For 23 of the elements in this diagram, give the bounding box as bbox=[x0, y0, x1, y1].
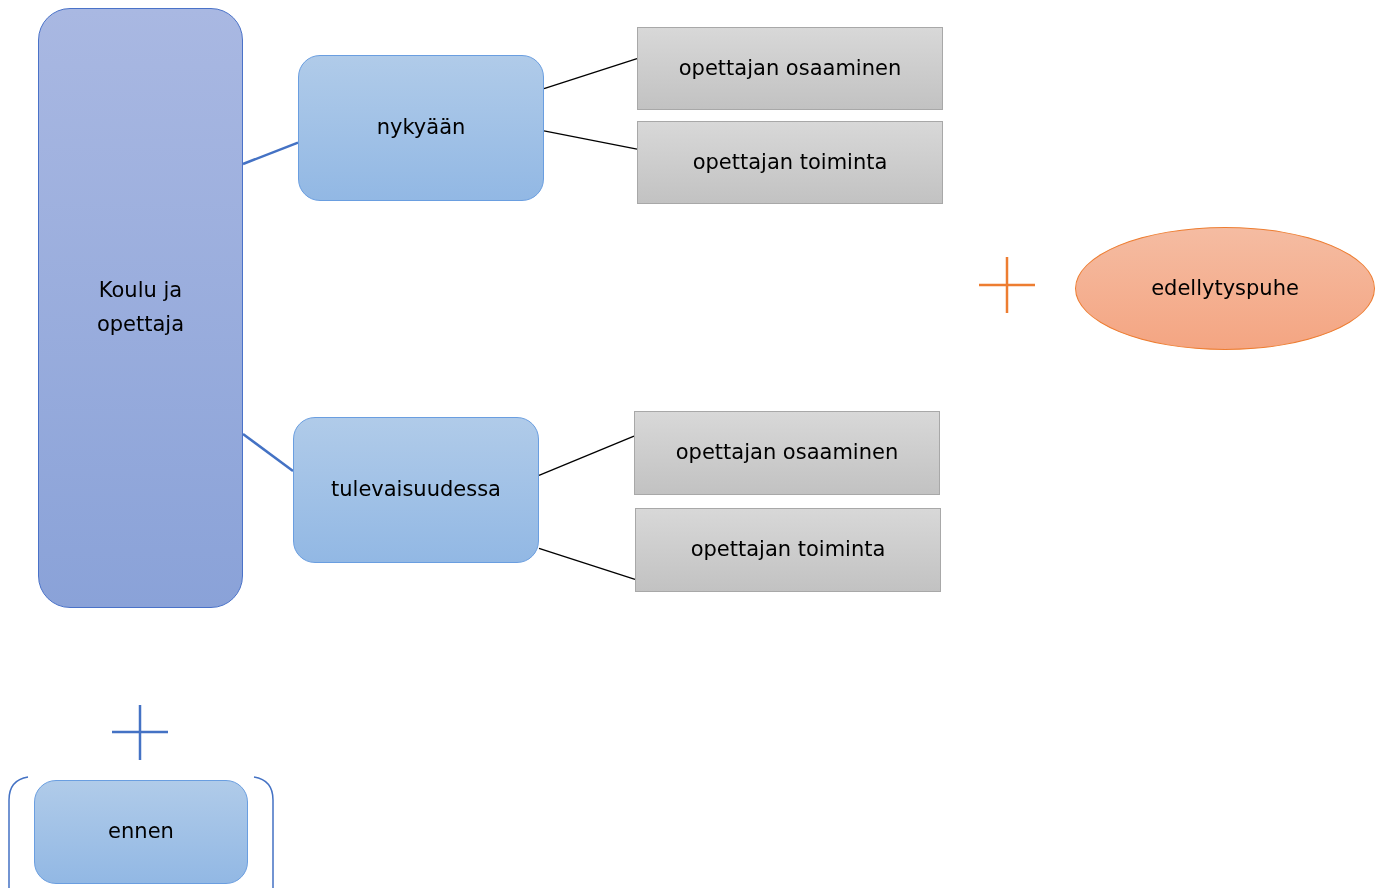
rounded-box bbox=[293, 417, 539, 563]
node-label: opettajan osaaminen bbox=[678, 54, 902, 82]
connector-line bbox=[242, 433, 294, 473]
connector-line bbox=[538, 435, 635, 477]
rounded-box bbox=[298, 55, 544, 201]
connector-line bbox=[543, 57, 638, 90]
connector-line bbox=[538, 547, 636, 581]
rectangle-box bbox=[634, 411, 940, 495]
rectangle-box bbox=[637, 121, 943, 204]
node-label: opettajan toiminta bbox=[690, 536, 886, 564]
node-label: Koulu ja opettaja bbox=[95, 277, 186, 338]
rectangle-box bbox=[637, 27, 943, 110]
connector-line bbox=[543, 130, 638, 150]
rounded-box bbox=[38, 8, 243, 608]
node-label: opettajan toiminta bbox=[692, 148, 888, 176]
node-label: edellytyspuhe bbox=[1151, 274, 1299, 302]
connector-line bbox=[242, 141, 299, 166]
node-label: opettajan osaaminen bbox=[675, 439, 899, 467]
node-label: ennen bbox=[108, 818, 174, 846]
node-label: nykyään bbox=[376, 114, 466, 142]
node-label: tulevaisuudessa bbox=[331, 476, 501, 504]
rounded-box bbox=[34, 780, 248, 884]
rectangle-box bbox=[635, 508, 941, 592]
